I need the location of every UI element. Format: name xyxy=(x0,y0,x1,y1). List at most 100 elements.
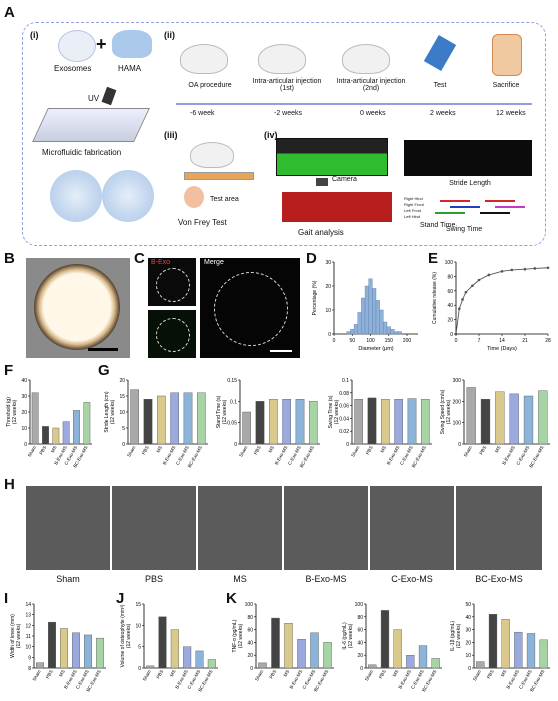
timeline-time-1: -2 weeks xyxy=(274,110,303,117)
y-axis-label: (12 weeks) xyxy=(238,623,244,648)
bar xyxy=(269,399,278,445)
y-axis-label: (12 weeks) xyxy=(348,623,354,648)
y-tick-label: 100 xyxy=(245,602,254,608)
x-tick-label: PBS xyxy=(268,669,277,679)
bar xyxy=(42,426,49,445)
x-tick-label: MS xyxy=(500,669,508,677)
bar xyxy=(406,655,415,669)
y-tick-label: 10 xyxy=(25,645,31,651)
paw-print-image xyxy=(282,192,392,222)
y-axis-label: Swing Time (s) xyxy=(328,395,334,428)
x-tick-label: 0 xyxy=(455,338,458,344)
bar xyxy=(308,401,318,445)
bar xyxy=(368,664,377,669)
bar xyxy=(255,401,265,445)
histogram-bar xyxy=(383,321,388,335)
histogram-bar xyxy=(353,324,358,335)
histogram-bar xyxy=(375,300,380,335)
bar xyxy=(96,637,104,669)
x-tick-label: PBS xyxy=(253,445,262,455)
x-tick-label: PBS xyxy=(378,669,387,679)
h-label-cexo: C-Exo-MS xyxy=(391,574,433,584)
histogram-bar xyxy=(379,309,384,335)
hama-icon xyxy=(112,30,152,58)
bar xyxy=(242,411,251,445)
gait-walkway-icon xyxy=(276,138,388,176)
y-tick-label: 80 xyxy=(247,615,253,621)
x-tick-label: MS xyxy=(494,445,502,453)
x-tick-label: MS xyxy=(169,669,177,677)
y-tick-label: 20 xyxy=(21,410,27,416)
y-tick-label: 8 xyxy=(28,666,31,672)
x-tick-label: BC-Exo-MS xyxy=(528,445,544,469)
micro-ct-sham-image xyxy=(26,486,110,570)
uv-label: UV xyxy=(88,94,100,103)
y-tick-label: 30 xyxy=(21,394,27,400)
micro-ct-bexo-image xyxy=(284,486,368,570)
y-axis-label: (12 weeks) xyxy=(222,399,228,424)
y-tick-label: 60 xyxy=(247,628,253,634)
microsphere-icon xyxy=(50,170,102,222)
y-axis-label: Swing Speed (cm/s) xyxy=(440,389,446,434)
x-tick-label: MS xyxy=(283,669,291,677)
y-tick-label: 9 xyxy=(28,655,31,661)
y-axis-label: Threshold (g) xyxy=(6,397,12,427)
bar xyxy=(538,390,548,445)
swing-time-label: Swing Time xyxy=(446,226,483,233)
h-label-bcexo: BC-Exo-MS xyxy=(475,574,523,584)
plus-sign: + xyxy=(96,34,107,54)
x-axis-label: Diameter (μm) xyxy=(358,346,393,352)
y-tick-label: 0 xyxy=(328,332,331,338)
y-tick-label: 40 xyxy=(247,640,253,646)
bar xyxy=(539,639,548,669)
bar xyxy=(170,629,179,669)
bar xyxy=(418,645,428,669)
y-tick-label: 40 xyxy=(465,615,471,621)
y-axis-label: (12 weeks) xyxy=(446,399,452,424)
bar xyxy=(394,399,403,445)
y-tick-label: 100 xyxy=(445,260,454,266)
y-axis-label: Cumulative release (%) xyxy=(432,272,438,324)
y-axis-label: (12 weeks) xyxy=(126,623,132,648)
y-tick-label: 10 xyxy=(119,410,125,416)
bar xyxy=(476,661,485,669)
bar xyxy=(36,662,44,669)
bar xyxy=(310,632,319,669)
panel-A-letter: A xyxy=(4,4,15,21)
y-tick-label: 10 xyxy=(325,308,331,314)
data-point xyxy=(487,273,491,277)
y-axis-label: IL-6 (pg/mL) xyxy=(342,622,348,650)
timeline-event-1: Intra-articular injection (1st) xyxy=(252,78,322,92)
y-tick-label: 10 xyxy=(135,623,141,629)
y-axis-label: IL-1β (pg/mL) xyxy=(450,621,456,651)
timeline-time-4: 12 weeks xyxy=(496,110,526,117)
bar xyxy=(526,633,536,669)
x-tick-label: PBS xyxy=(38,445,47,455)
x-tick-label: PBS xyxy=(486,669,495,679)
merge-image: Merge xyxy=(200,258,300,358)
h-label-sham: Sham xyxy=(56,574,80,584)
gait-timing-diagram xyxy=(430,198,530,224)
micro-ct-cexo-image xyxy=(370,486,454,570)
stand-time-label: Stand Time xyxy=(420,222,456,229)
x-tick-label: 100 xyxy=(366,338,375,344)
panel-G-letter: G xyxy=(98,362,110,379)
x-tick-label: Sham xyxy=(27,445,37,458)
y-tick-label: 20 xyxy=(325,284,331,290)
sub-iv-label: (iv) xyxy=(264,130,278,140)
panel-J-letter: J xyxy=(116,590,125,607)
y-tick-label: 300 xyxy=(453,378,462,384)
y-tick-label: 10 xyxy=(21,426,27,432)
y-axis-label: (12 weeks) xyxy=(12,399,18,424)
x-tick-label: Sham xyxy=(350,445,360,458)
y-tick-label: 100 xyxy=(453,421,462,427)
y-tick-label: 14 xyxy=(25,602,31,608)
bar xyxy=(488,614,498,669)
y-tick-label: 0 xyxy=(450,332,453,338)
x-tick-label: 0 xyxy=(333,338,336,344)
histogram-bar xyxy=(386,326,391,335)
